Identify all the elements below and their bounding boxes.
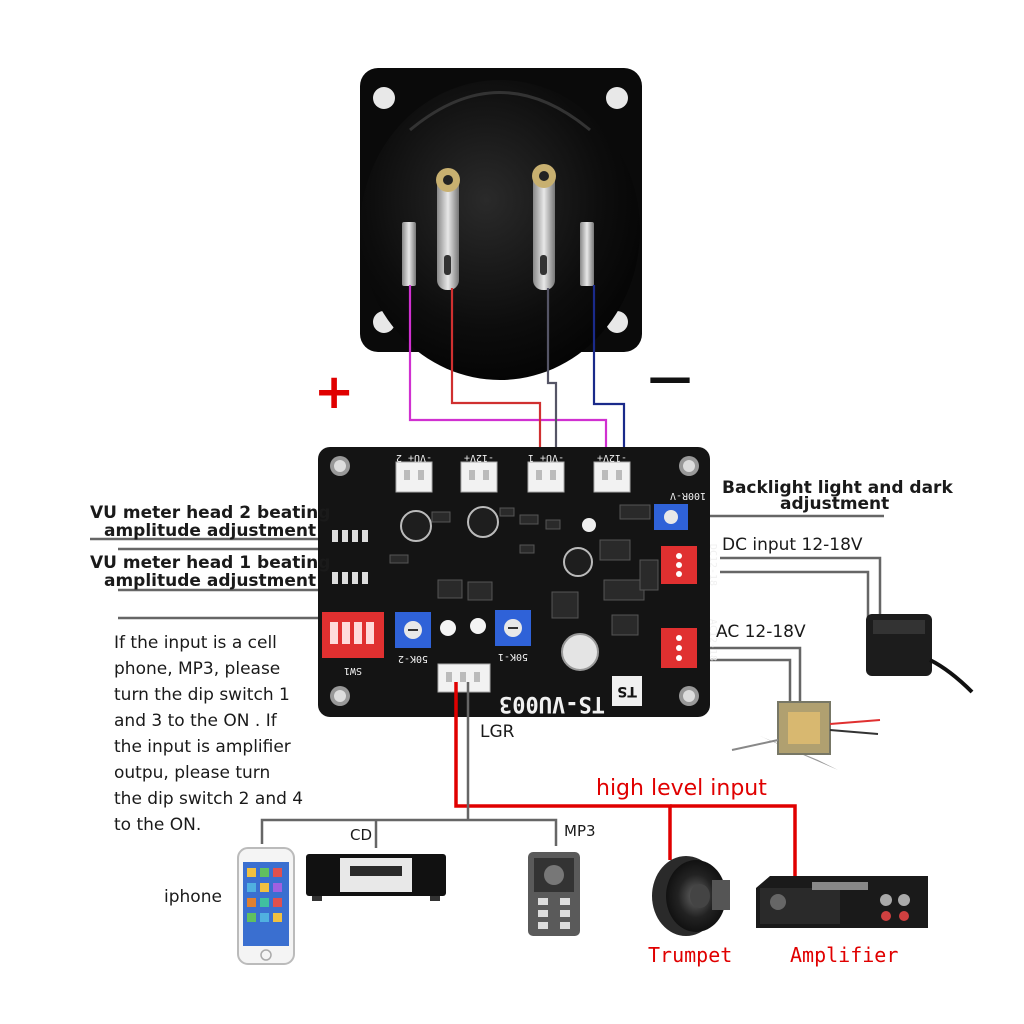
- connector-label-12v-a: -12V+: [464, 452, 494, 463]
- vu2-connector: [395, 461, 433, 493]
- lgr-label: LGR: [480, 722, 515, 742]
- note-line-4: and 3 to the ON . If: [114, 711, 278, 731]
- mp3-player-icon: [528, 852, 580, 936]
- backlight-label-line2: adjustment: [780, 494, 889, 514]
- connector-label-12v-b: -12V+: [597, 452, 627, 463]
- dc-input-label: DC input 12-18V: [722, 535, 863, 555]
- pot-label-vu1: 50K-1: [498, 651, 528, 662]
- 12v-connector-a: [460, 461, 498, 493]
- pot-label-vu2: 50K-2: [398, 653, 428, 664]
- amplifier-icon: [756, 876, 928, 928]
- backlight-pot: [654, 504, 688, 530]
- smartphone-icon: [237, 847, 295, 965]
- vu1-connector: [527, 461, 565, 493]
- note-line-5: the input is amplifier: [114, 737, 291, 757]
- trumpet-label: Trumpet: [648, 943, 732, 967]
- ac-input-label: AC 12-18V: [716, 622, 806, 642]
- amplifier-label: Amplifier: [790, 943, 898, 967]
- pot-vu2: [395, 612, 431, 648]
- iphone-label: iphone: [164, 887, 222, 907]
- dip-switch: [322, 612, 384, 658]
- board-logo: TS: [612, 676, 642, 706]
- connector-label-vu2: -VU+ 2: [396, 452, 432, 463]
- sw1-label: SW1: [344, 665, 362, 676]
- power-adapter-icon: [866, 614, 974, 694]
- ac-connector: [661, 628, 697, 668]
- vu-meter-icon: [360, 68, 642, 380]
- signal-wires: [260, 682, 797, 876]
- pcb-board: -VU+ 2 -12V+ -VU+ 1 -12V+: [318, 447, 718, 717]
- 12v-connector-b: [593, 461, 631, 493]
- note-line-3: turn the dip switch 1: [114, 685, 290, 705]
- cd-player-icon: [306, 854, 446, 901]
- vu2-label-line1: VU meter head 2 beating: [90, 503, 330, 523]
- note-line-6: outpu, please turn: [114, 763, 270, 783]
- resistor-label: 100R-V: [670, 490, 706, 501]
- meter-wires: [408, 285, 626, 470]
- pot-vu1: [495, 610, 531, 646]
- note-line-8: to the ON.: [114, 815, 201, 835]
- minus-sign: —: [648, 352, 692, 403]
- vu1-label-line2: amplitude adjustment: [104, 571, 316, 591]
- dc-board-label: DC12-18: [707, 544, 718, 586]
- speaker-icon: [652, 856, 730, 936]
- vu2-label-line2: amplitude adjustment: [104, 521, 316, 541]
- note-line-2: phone, MP3, please: [114, 659, 280, 679]
- plus-sign: +: [314, 364, 354, 420]
- lgr-connector: [437, 663, 491, 693]
- dc-connector: [661, 546, 697, 584]
- note-line-7: the dip switch 2 and 4: [114, 789, 303, 809]
- vu1-label-line1: VU meter head 1 beating: [90, 553, 330, 573]
- transformer-icon: [731, 701, 881, 770]
- high-level-input-label: high level input: [596, 776, 767, 801]
- ac-board-label: AC12-18: [707, 619, 718, 661]
- dip-switch-note: If the input is a cell phone, MP3, pleas…: [114, 633, 303, 835]
- board-model: TS-VU003: [499, 691, 605, 716]
- board-logo-text: TS: [617, 683, 637, 699]
- backlight-label-line1: Backlight light and dark: [722, 478, 953, 498]
- note-line-1: If the input is a cell: [114, 633, 277, 653]
- mp3-label: MP3: [564, 822, 596, 840]
- connector-label-vu1: -VU+ 1: [528, 452, 564, 463]
- cd-label: CD: [350, 826, 372, 844]
